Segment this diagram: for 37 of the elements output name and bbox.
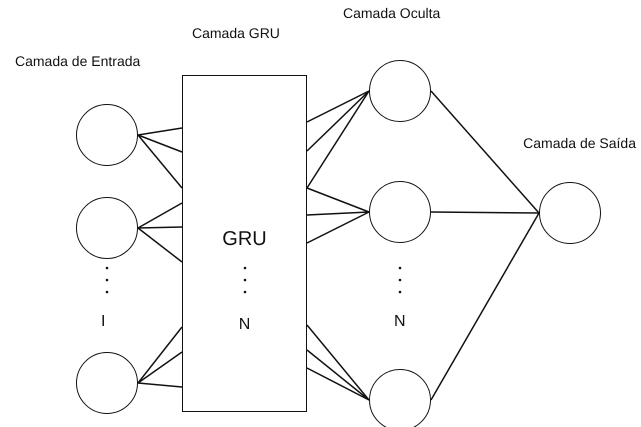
connector-line [306,367,370,401]
connector-line [137,134,183,188]
neuron-circle [369,60,431,122]
layer-box [182,75,307,412]
connector-line [138,382,182,388]
connector-line [138,202,182,229]
connector-line [137,326,183,384]
connector-line [431,211,539,214]
neuron-circle [76,197,138,259]
neuron-circle [76,352,138,414]
connector-line [430,212,540,400]
layer-label: N [394,313,406,331]
connector-line [138,351,182,384]
connector-line [306,90,370,152]
neuron-circle [369,181,431,243]
connector-line [306,211,370,244]
node-text: GRU [221,228,268,251]
connector-line [306,90,370,188]
connector-line [138,127,182,136]
node-text: N [238,316,252,334]
layer-label: Camada de Entrada [15,53,140,69]
connector-line [138,226,182,229]
layer-label: Camada GRU [192,25,280,41]
connector-line [306,187,370,213]
neuron-circle [76,104,138,166]
layer-label: I [101,313,106,331]
connector-line [306,211,370,216]
neuron-circle [369,369,431,427]
connector-line [306,349,370,401]
connector-line [306,90,370,123]
layer-label: Camada Oculta [343,5,440,21]
connector-line [138,134,182,153]
connector-line [430,90,540,214]
neuron-circle [539,182,601,244]
connector-line [306,324,370,400]
layer-label: Camada de Saída [523,135,636,151]
connector-line [138,227,182,263]
